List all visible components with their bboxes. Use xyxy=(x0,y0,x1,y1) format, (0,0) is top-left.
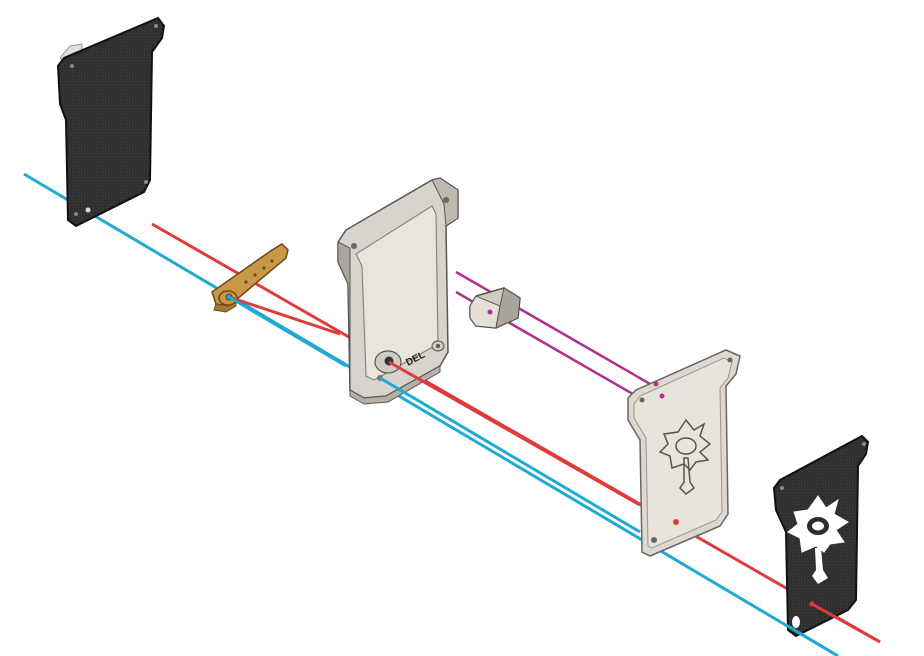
carbon-back-plate-icon xyxy=(56,16,166,228)
red-axis-front-segment xyxy=(811,602,881,644)
blue-axis-front-segment xyxy=(785,623,839,656)
carbon-front-plate-icon xyxy=(772,434,870,638)
blue-axis-line xyxy=(23,172,839,656)
clip-block-icon xyxy=(469,287,521,329)
blue-axis-case-segment xyxy=(379,376,641,534)
magenta-axis-line-upper xyxy=(455,270,665,394)
axis-lines-front xyxy=(228,295,881,656)
axis-lines xyxy=(23,172,881,656)
blue-axis-arm-segment xyxy=(228,295,347,368)
case-frame-icon: DEL xyxy=(337,177,459,405)
grey-front-plate-icon xyxy=(627,349,741,557)
red-axis-arm-segment xyxy=(228,295,341,336)
bronze-arm-icon xyxy=(211,243,289,313)
red-axis-case-segment xyxy=(388,360,641,507)
